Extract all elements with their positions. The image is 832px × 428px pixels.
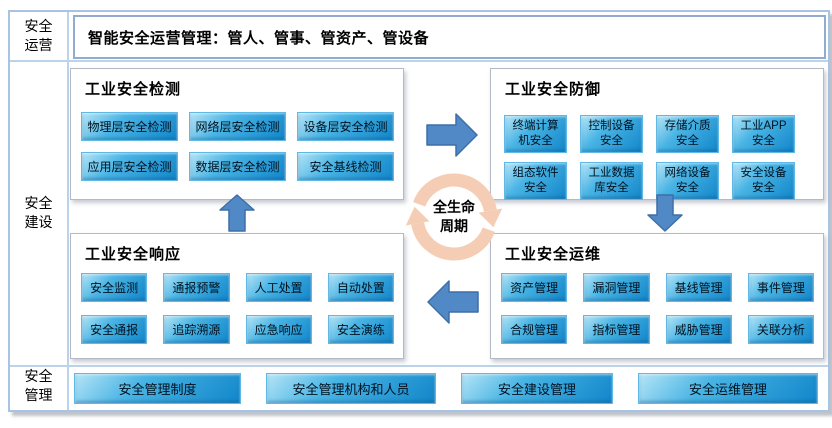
lifecycle-cycle-icon bbox=[405, 173, 503, 261]
capability-button[interactable]: 通报预警 bbox=[163, 273, 230, 302]
row-label-construction: 安全 建设 bbox=[24, 194, 53, 230]
capability-button[interactable]: 基线管理 bbox=[665, 273, 732, 302]
capability-button[interactable]: 关联分析 bbox=[747, 315, 814, 344]
row-divider-top bbox=[10, 60, 828, 62]
arrow-down-icon bbox=[645, 194, 685, 237]
capability-button[interactable]: 存储介质 安全 bbox=[656, 115, 719, 153]
defense-button-grid: 终端计算 机安全控制设备 安全存储介质 安全工业APP 安全组态软件 安全工业数… bbox=[504, 115, 795, 200]
response-button-grid: 安全监测通报预警人工处置自动处置安全通报追踪溯源应急响应安全演练 bbox=[81, 273, 394, 344]
capability-button[interactable]: 数据层安全检测 bbox=[189, 152, 286, 181]
frame: 安全 运营 安全 建设 安全 管理 智能安全运营管理：管人、管事、管资产、管设备… bbox=[8, 10, 830, 412]
quadrant-defense-title: 工业安全防御 bbox=[505, 81, 602, 98]
quadrant-response-title: 工业安全响应 bbox=[85, 246, 182, 263]
capability-button[interactable]: 安全设备 安全 bbox=[732, 162, 795, 200]
capability-button[interactable]: 工业数据 库安全 bbox=[580, 162, 643, 200]
capability-button[interactable]: 资产管理 bbox=[501, 273, 568, 302]
capability-button[interactable]: 终端计算 机安全 bbox=[504, 115, 567, 153]
row-divider-bottom bbox=[10, 365, 828, 367]
arrow-up-icon bbox=[218, 194, 256, 237]
capability-button[interactable]: 组态软件 安全 bbox=[504, 162, 567, 200]
capability-button[interactable]: 自动处置 bbox=[327, 273, 394, 302]
management-button[interactable]: 安全运维管理 bbox=[638, 373, 818, 404]
arrow-left-icon bbox=[426, 279, 479, 330]
operations-banner-text: 智能安全运营管理：管人、管事、管资产、管设备 bbox=[88, 29, 430, 47]
capability-button[interactable]: 安全通报 bbox=[81, 315, 148, 344]
capability-button[interactable]: 控制设备 安全 bbox=[580, 115, 643, 153]
quadrant-maintenance-title: 工业安全运维 bbox=[505, 246, 602, 263]
capability-button[interactable]: 威胁管理 bbox=[665, 315, 732, 344]
quadrant-maintenance: 工业安全运维 资产管理漏洞管理基线管理事件管理合规管理指标管理威胁管理关联分析 bbox=[490, 233, 824, 359]
management-button[interactable]: 安全管理机构和人员 bbox=[266, 373, 436, 404]
lifecycle-cycle: 全生命 周期 bbox=[399, 162, 509, 272]
capability-button[interactable]: 安全演练 bbox=[327, 315, 394, 344]
capability-button[interactable]: 应急响应 bbox=[245, 315, 312, 344]
management-button[interactable]: 安全建设管理 bbox=[461, 373, 613, 404]
capability-button[interactable]: 漏洞管理 bbox=[583, 273, 650, 302]
capability-button[interactable]: 合规管理 bbox=[501, 315, 568, 344]
capability-button[interactable]: 人工处置 bbox=[245, 273, 312, 302]
capability-button[interactable]: 设备层安全检测 bbox=[297, 112, 394, 141]
capability-button[interactable]: 安全基线检测 bbox=[297, 152, 394, 181]
arrow-right-icon bbox=[426, 112, 479, 163]
capability-button[interactable]: 事件管理 bbox=[747, 273, 814, 302]
capability-button[interactable]: 指标管理 bbox=[583, 315, 650, 344]
capability-button[interactable]: 网络设备 安全 bbox=[656, 162, 719, 200]
capability-button[interactable]: 追踪溯源 bbox=[163, 315, 230, 344]
management-button-row: 安全管理制度安全管理机构和人员安全建设管理安全运维管理 bbox=[74, 373, 818, 404]
lifecycle-label: 全生命 周期 bbox=[433, 199, 475, 234]
quadrant-response: 工业安全响应 安全监测通报预警人工处置自动处置安全通报追踪溯源应急响应安全演练 bbox=[70, 233, 404, 359]
capability-button[interactable]: 安全监测 bbox=[81, 273, 148, 302]
capability-button[interactable]: 应用层安全检测 bbox=[81, 152, 178, 181]
left-column-divider bbox=[67, 12, 69, 410]
capability-button[interactable]: 工业APP 安全 bbox=[732, 115, 795, 153]
quadrant-detection: 工业安全检测 物理层安全检测网络层安全检测设备层安全检测应用层安全检测数据层安全… bbox=[70, 68, 404, 200]
capability-button[interactable]: 网络层安全检测 bbox=[189, 112, 286, 141]
quadrant-detection-title: 工业安全检测 bbox=[85, 81, 182, 98]
maintenance-button-grid: 资产管理漏洞管理基线管理事件管理合规管理指标管理威胁管理关联分析 bbox=[501, 273, 814, 344]
operations-banner: 智能安全运营管理：管人、管事、管资产、管设备 bbox=[73, 15, 826, 59]
quadrant-defense: 工业安全防御 终端计算 机安全控制设备 安全存储介质 安全工业APP 安全组态软… bbox=[490, 68, 824, 200]
row-label-operations: 安全 运营 bbox=[24, 18, 53, 53]
capability-button[interactable]: 物理层安全检测 bbox=[81, 112, 178, 141]
management-button[interactable]: 安全管理制度 bbox=[74, 373, 241, 404]
detection-button-grid: 物理层安全检测网络层安全检测设备层安全检测应用层安全检测数据层安全检测安全基线检… bbox=[81, 112, 394, 181]
row-label-management: 安全 管理 bbox=[24, 367, 53, 403]
